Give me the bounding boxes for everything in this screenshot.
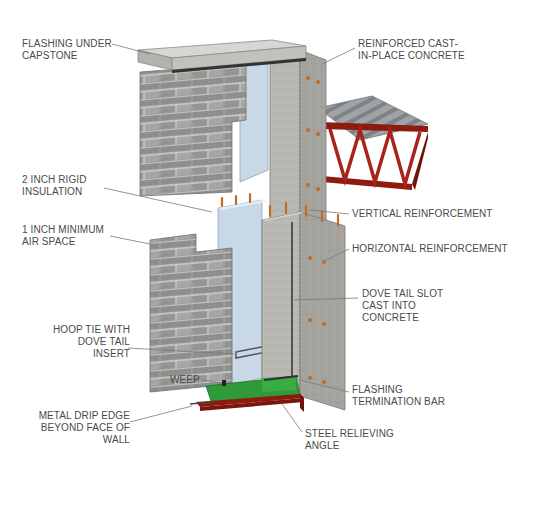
callout-label: HORIZONTAL REINFORCEMENT	[352, 243, 542, 255]
lower-assembly	[150, 194, 345, 412]
upper-assembly	[138, 40, 428, 236]
callout-label: METAL DRIP EDGE BEYOND FACE OF WALL	[30, 410, 130, 446]
leader-lines	[104, 44, 358, 432]
callout-label: VERTICAL REINFORCEMENT	[352, 208, 542, 220]
callout-label: 2 INCH RIGID INSULATION	[22, 174, 104, 198]
callout-label: STEEL RELIEVING ANGLE	[305, 428, 415, 452]
callout-label: DOVE TAIL SLOT CAST INTO CONCRETE	[362, 288, 472, 324]
callout-label: HOOP TIE WITH DOVE TAIL INSERT	[40, 324, 130, 360]
callout-label: REINFORCED CAST-IN-PLACE CONCRETE	[358, 38, 468, 62]
callout-label: FLASHING TERMINATION BAR	[352, 384, 462, 408]
callout-label: 1 INCH MINIMUM AIR SPACE	[22, 224, 112, 248]
callout-label: FLASHING UNDER CAPSTONE	[22, 38, 114, 62]
callout-label: WEEP	[170, 374, 202, 386]
